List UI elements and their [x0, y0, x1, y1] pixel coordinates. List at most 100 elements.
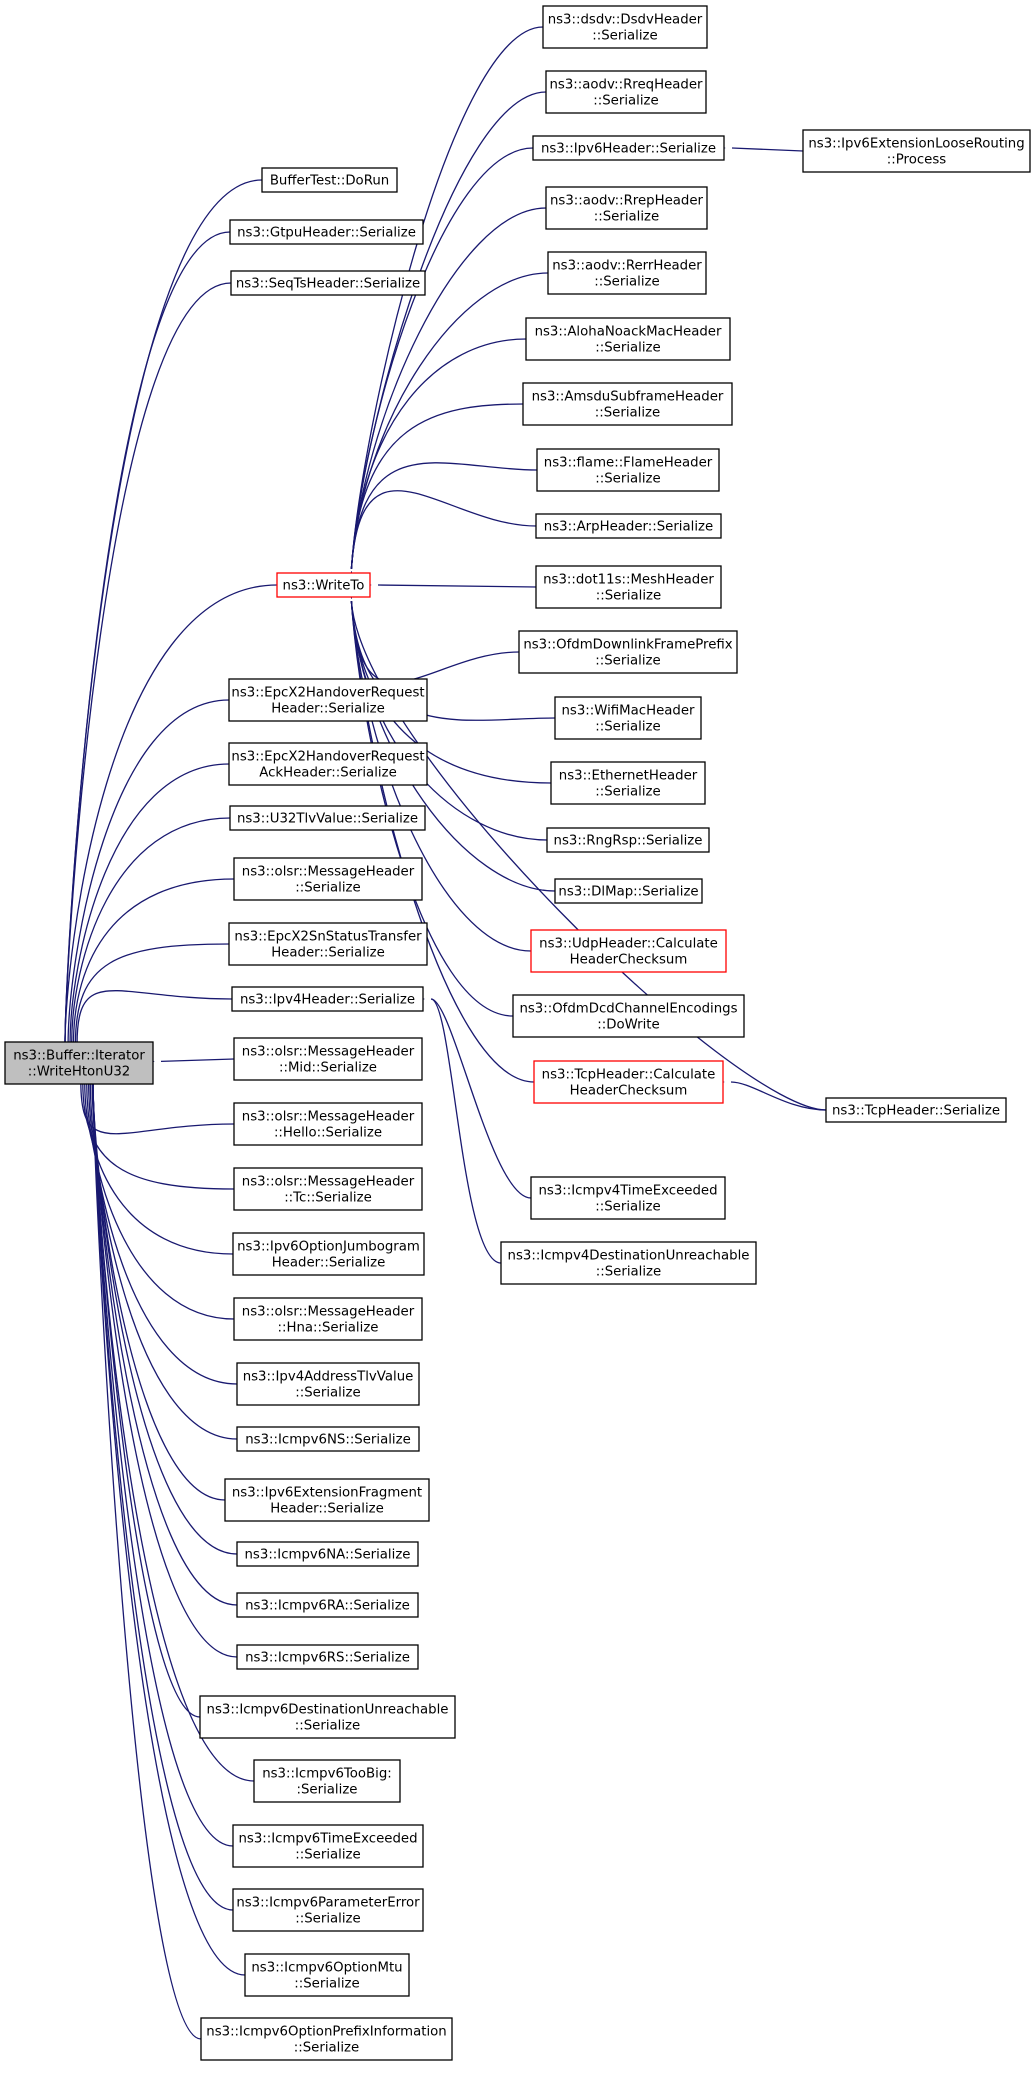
node-box — [4, 1041, 154, 1085]
node-icmpv6destinationunreachable-serialize[interactable]: ns3::Icmpv6DestinationUnreachable::Seria… — [199, 1695, 456, 1739]
node-flameheader-serialize[interactable]: ns3::flame::FlameHeader::Serialize — [536, 448, 720, 492]
node-label: ::Serialize — [295, 1912, 360, 1927]
node-alohanoackmacheader-serialize[interactable]: ns3::AlohaNoackMacHeader::Serialize — [525, 317, 731, 361]
node-ipv6optionjumbogramheader-serialize[interactable]: ns3::Ipv6OptionJumbogramHeader::Serializ… — [232, 1232, 425, 1276]
node-icmpv6toobig-serialize[interactable]: ns3::Icmpv6TooBig::Serialize — [253, 1759, 401, 1803]
node-icmpv4destinationunreachable-serialize[interactable]: ns3::Icmpv4DestinationUnreachable::Seria… — [500, 1241, 757, 1285]
node-olsr-messageheader-mid-serialize[interactable]: ns3::olsr::MessageHeader::Mid::Serialize — [233, 1037, 423, 1081]
call-edge — [141, 1055, 235, 1067]
edge-line — [730, 1081, 827, 1111]
node-icmpv6ns-serialize[interactable]: ns3::Icmpv6NS::Serialize — [236, 1426, 420, 1452]
node-olsr-messageheader-hello-serialize[interactable]: ns3::olsr::MessageHeader::Hello::Seriali… — [233, 1102, 423, 1146]
edge-line — [350, 462, 538, 570]
node-label: ns3::aodv::RreqHeader — [549, 78, 703, 93]
node-olsr-messageheader-serialize[interactable]: ns3::olsr::MessageHeader::Serialize — [233, 857, 423, 901]
call-edge — [344, 403, 524, 586]
node-ipv6extensionfragmentheader-serialize[interactable]: ns3::Ipv6ExtensionFragmentHeader::Serial… — [224, 1478, 430, 1522]
node-label: ::Serialize — [295, 1848, 360, 1863]
node-icmpv6timeexceeded-serialize[interactable]: ns3::Icmpv6TimeExceeded::Serialize — [232, 1824, 424, 1868]
node-label: ns3::Icmpv6OptionMtu — [251, 1961, 402, 1976]
edge-line — [350, 600, 556, 892]
node-olsr-messageheader-tc-serialize[interactable]: ns3::olsr::MessageHeader::Tc::Serialize — [233, 1167, 423, 1211]
node-rerrheader-serialize[interactable]: ns3::aodv::RerrHeader::Serialize — [547, 251, 707, 295]
node-rreqheader-serialize[interactable]: ns3::aodv::RreqHeader::Serialize — [545, 70, 707, 114]
node-box — [228, 742, 428, 786]
node-box — [802, 129, 1031, 173]
node-icmpv6ra-serialize[interactable]: ns3::Icmpv6RA::Serialize — [236, 1592, 419, 1618]
node-gtpuheader-serialize[interactable]: ns3::GtpuHeader::Serialize — [229, 219, 424, 245]
node-box — [236, 1426, 420, 1452]
node-ofdmdownlinkframeprefix-serialize[interactable]: ns3::OfdmDownlinkFramePrefix::Serialize — [518, 630, 738, 674]
node-label: ::WriteHtonU32 — [28, 1065, 131, 1080]
node-label: ::Hna::Serialize — [278, 1321, 379, 1336]
node-ethernetheader-serialize[interactable]: ns3::EthernetHeader::Serialize — [550, 761, 706, 805]
node-box — [261, 167, 398, 193]
call-edge — [344, 207, 547, 586]
node-writeto[interactable]: ns3::WriteTo — [276, 572, 371, 598]
node-buffertest-dorun[interactable]: BufferTest::DoRun — [261, 167, 398, 193]
node-box — [232, 1824, 424, 1868]
node-ipv6header-serialize[interactable]: ns3::Ipv6Header::Serialize — [532, 135, 725, 161]
node-icmpv6rs-serialize[interactable]: ns3::Icmpv6RS::Serialize — [236, 1644, 419, 1670]
node-label: HeaderChecksum — [570, 1084, 688, 1099]
node-box — [236, 1362, 420, 1406]
node-icmpv6na-serialize[interactable]: ns3::Icmpv6NA::Serialize — [236, 1541, 419, 1567]
call-edge — [344, 338, 527, 586]
node-icmpv6optionmtu-serialize[interactable]: ns3::Icmpv6OptionMtu::Serialize — [244, 1953, 410, 1997]
node-box — [512, 994, 745, 1038]
node-box — [530, 1176, 726, 1220]
node-ipv4addresstlvvalue-serialize[interactable]: ns3::Ipv4AddressTlvValue::Serialize — [236, 1362, 420, 1406]
node-rngrsp-serialize[interactable]: ns3::RngRsp::Serialize — [546, 827, 710, 853]
node-icmpv6parametererror-serialize[interactable]: ns3::Icmpv6ParameterError::Serialize — [232, 1888, 424, 1932]
node-seqtsheader-serialize[interactable]: ns3::SeqTsHeader::Serialize — [230, 270, 426, 296]
node-label: ns3::aodv::RrepHeader — [550, 194, 704, 209]
node-olsr-messageheader-hna-serialize[interactable]: ns3::olsr::MessageHeader::Hna::Serialize — [233, 1297, 423, 1341]
node-arpheader-serialize[interactable]: ns3::ArpHeader::Serialize — [535, 513, 722, 539]
node-label: ns3::aodv::RerrHeader — [552, 259, 702, 274]
node-box — [230, 270, 426, 296]
node-icmpv4timeexceeded-serialize[interactable]: ns3::Icmpv4TimeExceeded::Serialize — [530, 1176, 726, 1220]
node-box — [518, 630, 738, 674]
node-icmpv6optionprefixinformation-serialize[interactable]: ns3::Icmpv6OptionPrefixInformation::Seri… — [200, 2017, 453, 2061]
node-box — [542, 5, 708, 49]
node-box — [253, 1759, 401, 1803]
node-label: ns3::Icmpv6DestinationUnreachable — [207, 1703, 449, 1718]
node-ipv6extensionlooserouting-process[interactable]: ns3::Ipv6ExtensionLooseRouting::Process — [802, 129, 1031, 173]
node-label: ::Serialize — [596, 1265, 661, 1280]
node-dlmap-serialize[interactable]: ns3::DlMap::Serialize — [554, 878, 703, 904]
node-box — [535, 513, 722, 539]
node-label: ::Serialize — [595, 341, 660, 356]
node-meshheader-serialize[interactable]: ns3::dot11s::MeshHeader::Serialize — [535, 565, 722, 609]
node-label: ns3::Icmpv6NA::Serialize — [245, 1548, 411, 1563]
node-box — [554, 696, 702, 740]
node-label: ns3::DlMap::Serialize — [558, 885, 698, 900]
node-ofdmdcdchannelencodings-dowrite[interactable]: ns3::OfdmDcdChannelEncodings::DoWrite — [512, 994, 745, 1038]
node-root[interactable]: ns3::Buffer::Iterator::WriteHtonU32 — [4, 1041, 154, 1085]
node-label: ns3::Ipv4Header::Serialize — [240, 993, 415, 1008]
node-amsdusubframeheader-serialize[interactable]: ns3::AmsduSubframeHeader::Serialize — [522, 382, 733, 426]
call-edge — [64, 763, 230, 1054]
node-label: ns3::Buffer::Iterator — [13, 1049, 145, 1064]
call-edge — [344, 91, 547, 586]
node-epcx2handoverrequestheader-serialize[interactable]: ns3::EpcX2HandoverRequestHeader::Seriali… — [228, 678, 428, 722]
node-rrepheader-serialize[interactable]: ns3::aodv::RrepHeader::Serialize — [545, 186, 708, 230]
edge-line — [76, 990, 233, 1045]
call-edge — [344, 490, 537, 586]
node-tcpheader-serialize[interactable]: ns3::TcpHeader::Serialize — [825, 1097, 1007, 1123]
node-epcx2snstatustransferheader-serialize[interactable]: ns3::EpcX2SnStatusTransferHeader::Serial… — [228, 922, 428, 966]
node-label: ns3::EpcX2HandoverRequest — [231, 750, 424, 765]
node-dsdvheader-serialize[interactable]: ns3::dsdv::DsdvHeader::Serialize — [542, 5, 708, 49]
node-box — [545, 70, 707, 114]
node-wifimacheader-serialize[interactable]: ns3::WifiMacHeader::Serialize — [554, 696, 702, 740]
node-u32tlvvalue-serialize[interactable]: ns3::U32TlvValue::Serialize — [229, 805, 426, 831]
node-ipv4header-serialize[interactable]: ns3::Ipv4Header::Serialize — [231, 986, 424, 1012]
node-label: ::Serialize — [594, 275, 659, 290]
node-label: ns3::Icmpv4TimeExceeded — [538, 1184, 717, 1199]
node-epcx2handoverrequestackheader-serialize[interactable]: ns3::EpcX2HandoverRequestAckHeader::Seri… — [228, 742, 428, 786]
node-label: ns3::olsr::MessageHeader — [242, 1045, 415, 1060]
node-label: ::Serialize — [294, 1977, 359, 1992]
edge-line — [160, 1058, 235, 1063]
node-box — [522, 382, 733, 426]
